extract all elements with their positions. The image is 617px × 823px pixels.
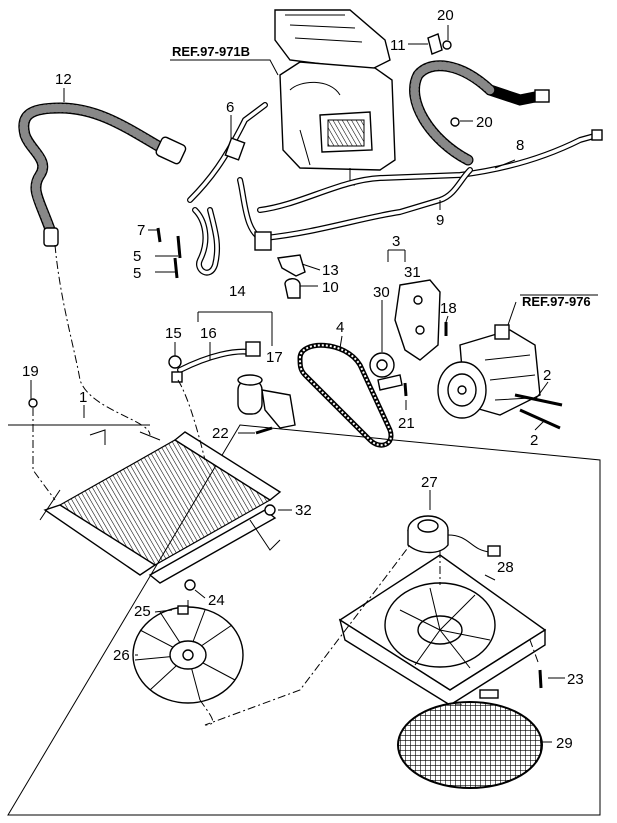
callout-20-upper: 20 [437, 7, 454, 24]
callout-5-upper: 5 [133, 248, 141, 265]
callout-27: 27 [421, 474, 438, 491]
callout-leader-lines [30, 25, 598, 743]
heater-unit-illustration [274, 9, 396, 186]
callout-30: 30 [373, 284, 390, 301]
callout-23: 23 [567, 671, 584, 688]
ref-heater-label: REF.97-971B [172, 44, 250, 59]
fan-motor-illustration [407, 515, 501, 557]
discharge-hose-illustration [409, 33, 550, 166]
callout-17: 17 [266, 349, 283, 366]
callout-3: 3 [392, 233, 400, 250]
callout-2-upper: 2 [543, 367, 551, 384]
callout-20-lower: 20 [476, 114, 493, 131]
suction-hose-illustration [18, 102, 187, 247]
callout-21: 21 [398, 415, 415, 432]
bolts-illustration [156, 227, 182, 279]
pipe-clamp-illustration [277, 254, 306, 299]
callout-9: 9 [436, 212, 444, 229]
callout-12: 12 [55, 71, 72, 88]
condenser-fan-illustration [132, 605, 244, 704]
fan-shroud-illustration [338, 554, 547, 706]
callout-6: 6 [226, 99, 234, 116]
compressor-bolts-illustration [403, 322, 563, 430]
callout-31: 31 [404, 264, 421, 281]
callout-19: 19 [22, 363, 39, 380]
callout-1: 1 [79, 389, 87, 406]
callout-14: 14 [229, 283, 246, 300]
callout-15: 15 [165, 325, 182, 342]
compressor-bracket-illustration [369, 279, 441, 391]
callout-11: 11 [390, 37, 406, 54]
ref-compressor-label: REF.97-976 [522, 294, 591, 309]
callout-18: 18 [440, 300, 457, 317]
fan-guard-screen-illustration [397, 701, 543, 789]
callout-24: 24 [208, 592, 225, 609]
callout-16: 16 [200, 325, 217, 342]
callout-7: 7 [137, 222, 145, 239]
compressor-illustration [437, 324, 541, 419]
callout-4: 4 [336, 319, 344, 336]
condenser-illustration [28, 398, 282, 591]
callout-8: 8 [516, 137, 524, 154]
callout-26: 26 [113, 647, 130, 664]
callout-5-lower: 5 [133, 265, 141, 282]
assembly-boundary [7, 424, 601, 816]
callout-32: 32 [295, 502, 312, 519]
callout-22: 22 [212, 425, 229, 442]
callout-28: 28 [497, 559, 514, 576]
callout-13: 13 [322, 262, 339, 279]
callout-10: 10 [322, 279, 339, 296]
receiver-drier-illustration [168, 341, 296, 435]
dashed-routing-lines [32, 244, 539, 726]
liquid-pipes-illustration [187, 102, 603, 276]
callout-25: 25 [134, 603, 151, 620]
callout-2-lower: 2 [530, 432, 538, 449]
callout-29: 29 [556, 735, 573, 752]
